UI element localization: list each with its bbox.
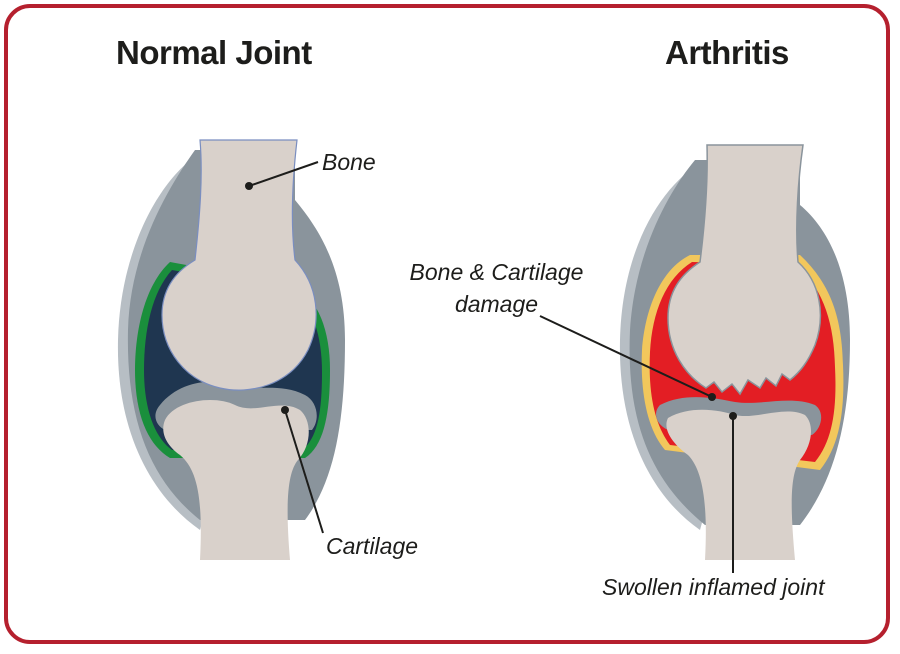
swollen-leader-dot <box>729 412 737 420</box>
damage-leader-line <box>539 315 713 398</box>
damage-label-line1: Bone & Cartilage <box>409 259 584 285</box>
bone-leader-line <box>248 161 319 187</box>
normal-upper-bone <box>161 139 317 391</box>
cartilage-leader-line <box>284 409 324 534</box>
normal-joint-title: Normal Joint <box>116 34 312 71</box>
cartilage-label: Cartilage <box>326 533 419 559</box>
normal-lower-bone <box>163 400 309 560</box>
swollen-joint-label: Swollen inflamed joint <box>602 574 825 600</box>
arthritis-lower-bone <box>666 409 812 560</box>
arthritis-upper-bone <box>667 144 822 396</box>
damage-label-line2: damage <box>454 291 539 317</box>
bone-label: Bone <box>322 149 376 175</box>
normal-joint <box>117 139 345 560</box>
bone-leader-dot <box>245 182 253 190</box>
bone-cartilage-damage-label: Bone & Cartilage damage <box>399 256 594 320</box>
cartilage-leader-dot <box>281 406 289 414</box>
damage-leader-dot <box>708 393 716 401</box>
arthritis-title: Arthritis <box>665 34 789 71</box>
arthritis-joint <box>539 144 850 573</box>
